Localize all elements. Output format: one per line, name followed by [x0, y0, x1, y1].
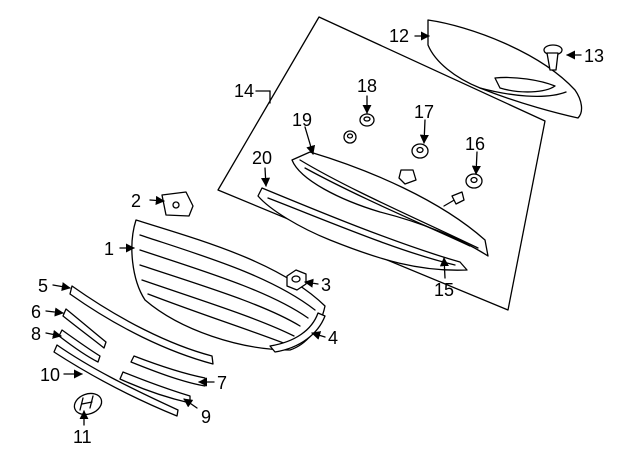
callout-20: 20 — [252, 148, 272, 168]
small-nut — [343, 130, 357, 144]
part-13-clip — [543, 44, 563, 71]
callout-2: 2 — [131, 191, 141, 211]
part-17-nut — [411, 143, 429, 159]
part-18-nut — [359, 113, 375, 127]
callout-14: 14 — [234, 81, 254, 101]
leader-lines — [45, 31, 582, 426]
callout-6: 6 — [31, 302, 41, 322]
part-1-grille — [131, 219, 326, 351]
callout-10: 10 — [40, 365, 60, 385]
callout-19: 19 — [292, 110, 312, 130]
screw — [443, 191, 465, 207]
part-3-nut — [286, 269, 307, 291]
callout-4: 4 — [328, 328, 338, 348]
callout-12: 12 — [389, 26, 409, 46]
part-12-upper-molding — [427, 19, 583, 119]
callout-8: 8 — [31, 324, 41, 344]
retainer-clip — [398, 169, 417, 185]
callout-18: 18 — [357, 76, 377, 96]
callout-3: 3 — [321, 275, 331, 295]
callout-labels: 1 2 3 4 5 6 7 8 9 10 11 12 13 14 15 16 1… — [31, 26, 604, 447]
callout-16: 16 — [465, 134, 485, 154]
callout-11: 11 — [73, 427, 92, 447]
part-6-strip — [62, 308, 107, 349]
callout-15: 15 — [434, 280, 454, 300]
callout-9: 9 — [201, 407, 211, 427]
part-19-molding-strip — [291, 151, 489, 257]
part-11-emblem — [73, 392, 103, 416]
part-2-bracket — [161, 191, 194, 217]
part-5-strip — [69, 285, 214, 365]
part-10-strip — [53, 344, 179, 417]
part-8-strip — [58, 329, 101, 363]
inset-panel-outline — [217, 16, 546, 311]
callout-5: 5 — [38, 276, 48, 296]
callout-7: 7 — [217, 373, 227, 393]
callout-1: 1 — [104, 239, 114, 259]
callout-17: 17 — [414, 102, 434, 122]
part-15-molding-strip — [257, 187, 468, 271]
callout-13: 13 — [584, 46, 604, 66]
part-16-nut — [465, 173, 483, 189]
